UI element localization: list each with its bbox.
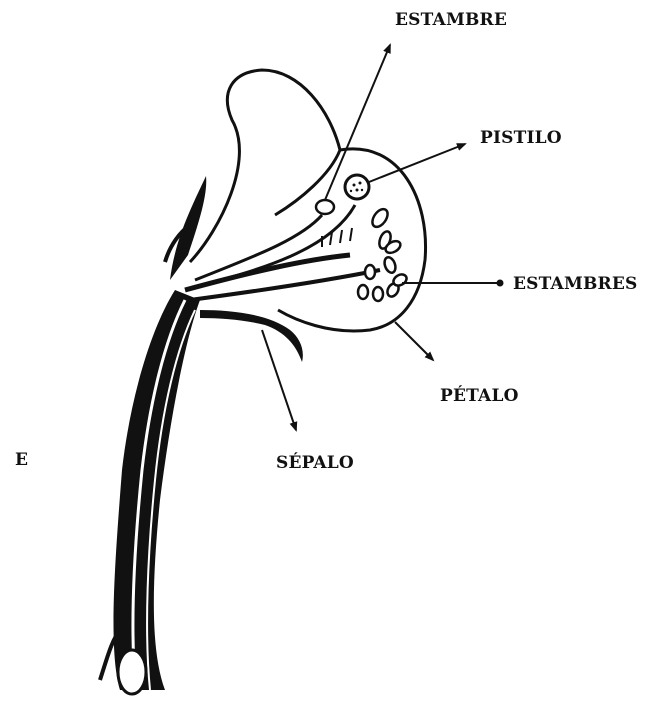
label-estambres: ESTAMBRES (513, 274, 638, 294)
arrow-sepalo (262, 330, 296, 430)
arrow-petalo (395, 322, 433, 360)
stem (100, 290, 200, 694)
label-pistilo: PISTILO (480, 128, 562, 148)
label-petalo: PÉTALO (440, 386, 519, 406)
panel-letter: E (15, 450, 28, 470)
arrow-estambres-dot (497, 280, 504, 287)
arrow-pistilo (369, 144, 465, 182)
label-estambre: ESTAMBRE (395, 10, 507, 30)
pistil (345, 175, 369, 199)
label-sepalo: SÉPALO (276, 453, 354, 473)
filaments (185, 205, 380, 300)
single-stamen (316, 200, 334, 214)
stamens-cluster (358, 206, 409, 301)
